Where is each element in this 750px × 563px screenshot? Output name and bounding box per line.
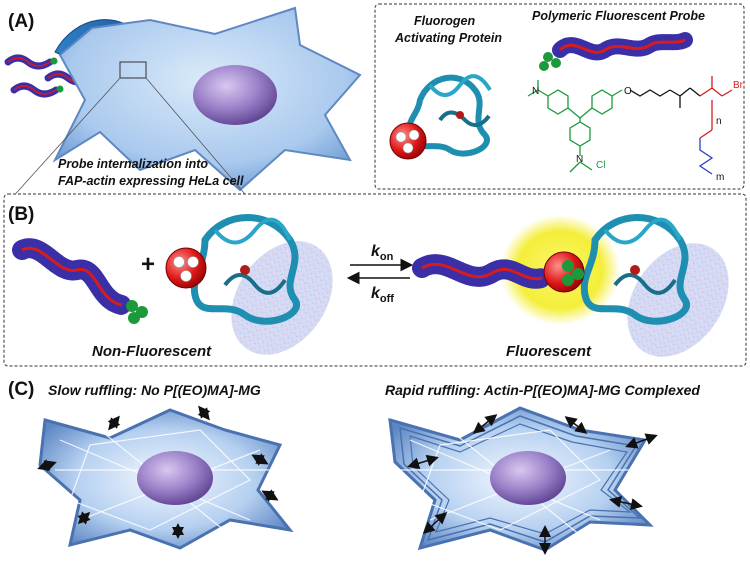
k-off-label: koff bbox=[371, 285, 394, 305]
non-fluorescent-label: Non-Fluorescent bbox=[92, 343, 212, 360]
chem-m-sub: m bbox=[716, 172, 724, 183]
actin-filament-left bbox=[231, 241, 333, 355]
fap-title-line2: Activating Protein bbox=[394, 31, 502, 45]
zoom-line-left bbox=[9, 77, 121, 201]
panel-a-label: (A) bbox=[8, 11, 34, 32]
red-dye-ball-right bbox=[543, 251, 585, 293]
equilibrium-arrows bbox=[346, 258, 414, 285]
cell-slow-ruffling bbox=[38, 408, 294, 550]
cell-rapid-ruffling bbox=[388, 406, 654, 552]
zoom-line-right bbox=[145, 77, 251, 201]
k-on-label: kon bbox=[371, 243, 394, 263]
panel-b-label: (B) bbox=[8, 204, 34, 225]
slow-ruffling-title: Slow ruffling: No P[(EO)MA]-MG bbox=[48, 382, 261, 398]
probe-title: Polymeric Fluorescent Probe bbox=[532, 9, 705, 23]
k-off-subscript: off bbox=[380, 293, 394, 305]
green-dye-inset bbox=[539, 52, 561, 71]
plus-sign: + bbox=[141, 251, 155, 278]
actin-filament-right bbox=[627, 243, 729, 357]
probe-inset bbox=[539, 32, 693, 71]
chem-o-atom: O bbox=[624, 86, 632, 97]
zoom-region bbox=[119, 61, 147, 79]
cell-nucleus bbox=[193, 65, 277, 125]
chem-n-atom-left: N bbox=[532, 86, 539, 97]
nucleus-slow bbox=[137, 451, 213, 505]
chem-n-sub: n bbox=[716, 116, 722, 127]
probe-left bbox=[12, 238, 148, 324]
red-dye-ball-inset bbox=[389, 122, 427, 160]
chem-n-atom-bottom: N bbox=[576, 154, 583, 165]
fap-title-line1: Fluorogen bbox=[414, 14, 475, 28]
fluorescent-label: Fluorescent bbox=[506, 343, 592, 360]
probe-small-1 bbox=[4, 54, 58, 70]
panel-c-label: (C) bbox=[8, 379, 34, 400]
red-dye-ball-left bbox=[165, 247, 207, 289]
ruffle-arrows-rapid bbox=[407, 414, 658, 555]
probe-right bbox=[412, 254, 552, 289]
chem-br: Br bbox=[733, 80, 744, 91]
ruffle-arrows-slow bbox=[37, 405, 279, 539]
panel-a-caption-line2: FAP-actin expressing HeLa cell bbox=[58, 174, 244, 188]
panel-a-caption-line1: Probe internalization into bbox=[58, 157, 208, 171]
chem-cl: Cl bbox=[596, 160, 605, 171]
nucleus-rapid bbox=[490, 451, 566, 505]
chemical-structure bbox=[527, 76, 733, 175]
k-on-subscript: on bbox=[380, 251, 394, 263]
fap-protein-left bbox=[190, 214, 300, 325]
rapid-ruffling-title: Rapid ruffling: Actin-P[(EO)MA]-MG Compl… bbox=[385, 382, 700, 398]
fap-protein-right bbox=[580, 214, 690, 325]
probe-small-2 bbox=[10, 82, 64, 98]
